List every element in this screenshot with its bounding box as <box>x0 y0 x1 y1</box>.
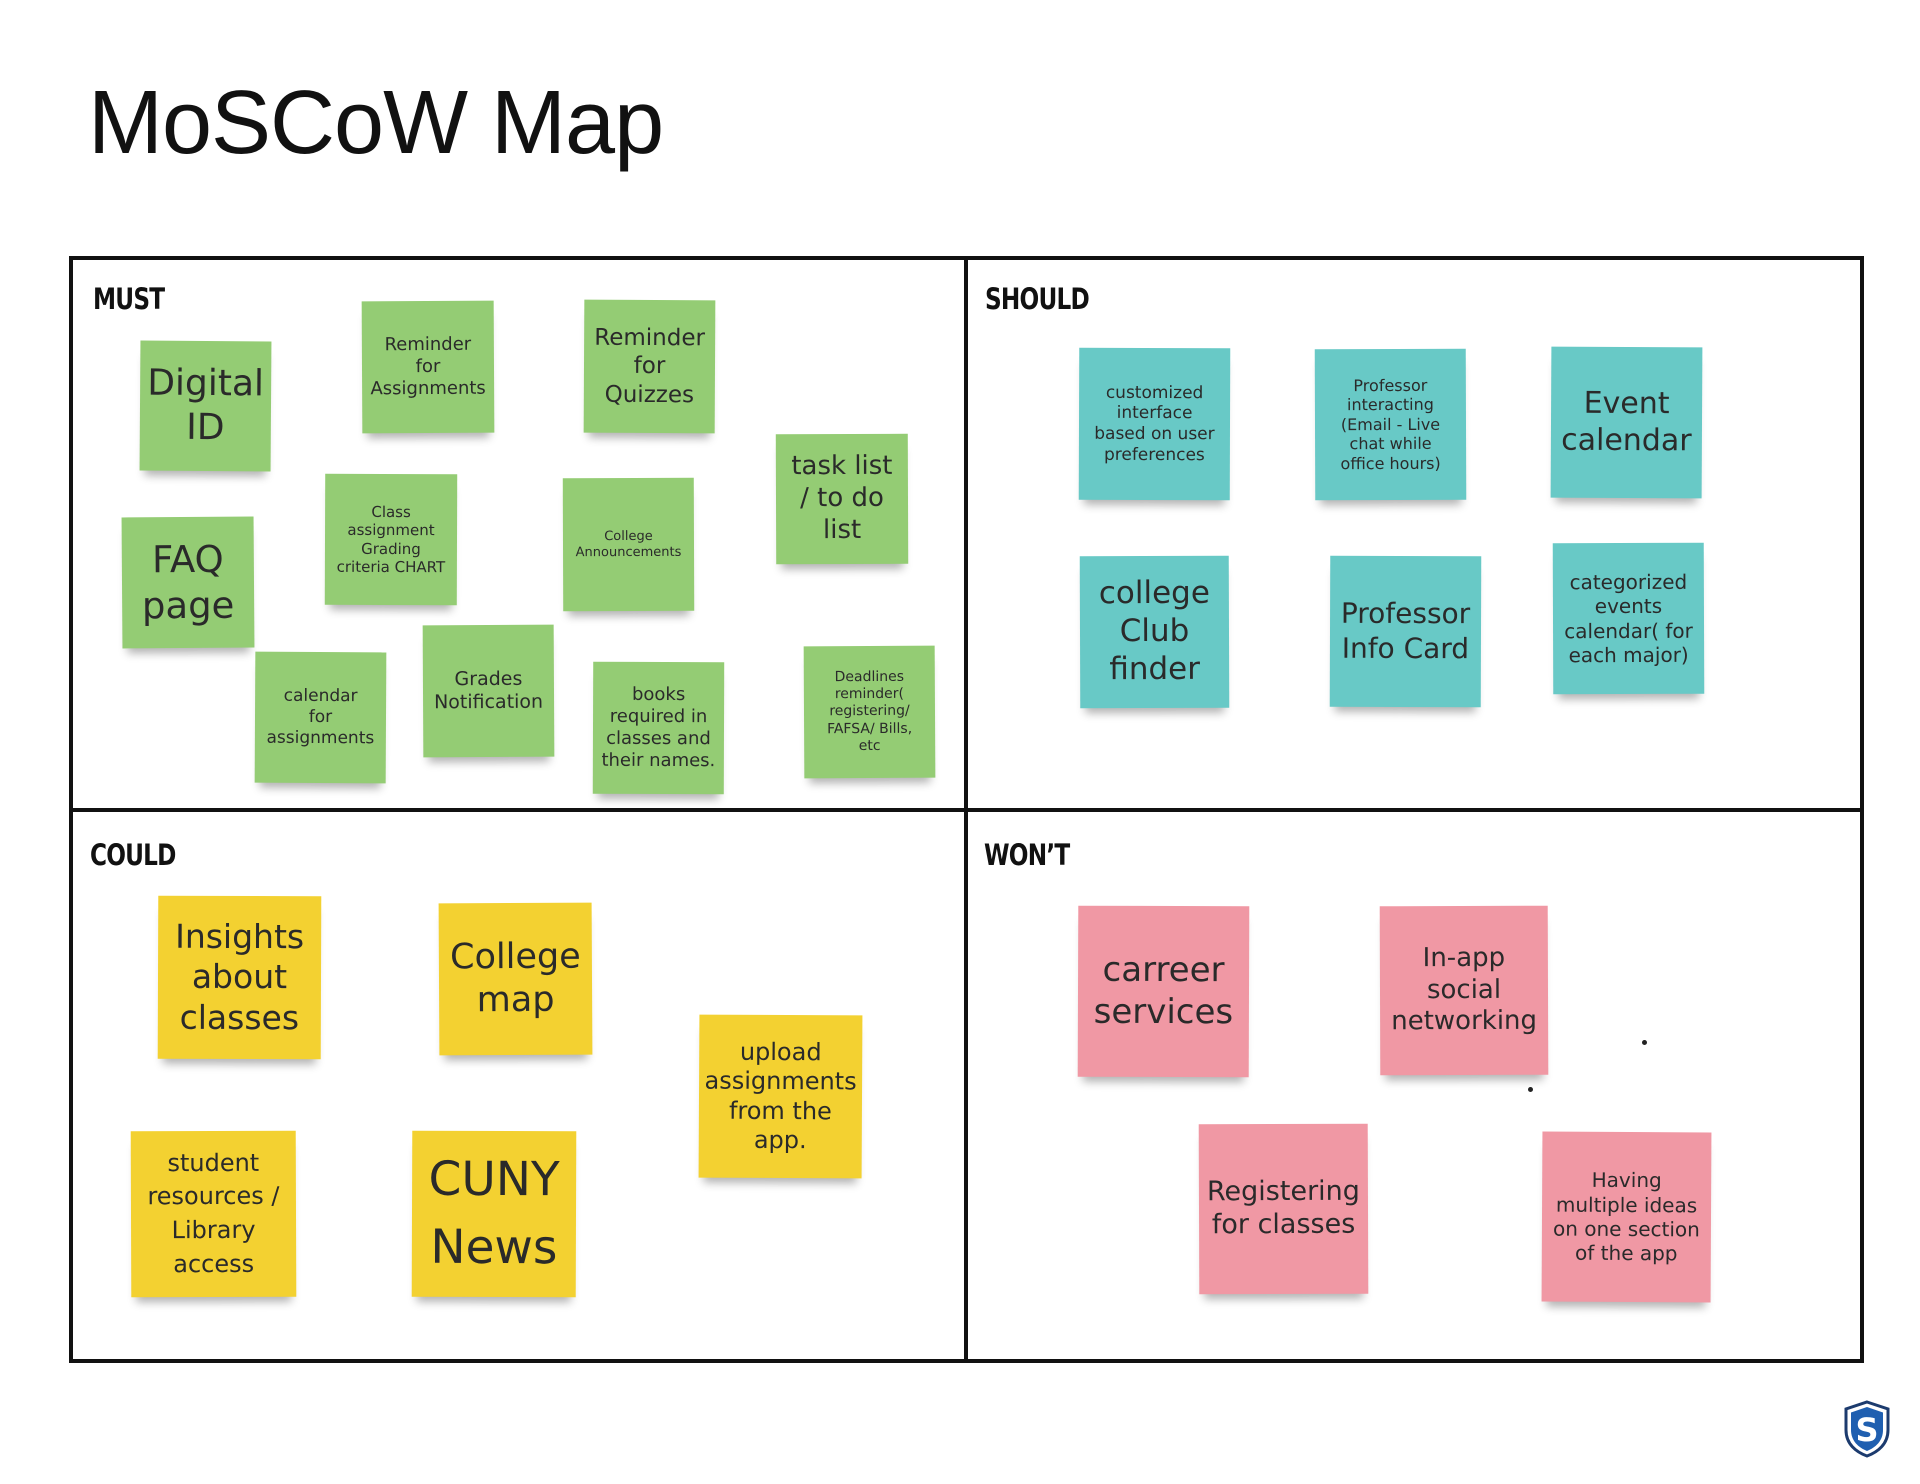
should-quadrant-label: SHOULD <box>985 282 1090 316</box>
stray-dot <box>1642 1040 1647 1045</box>
should-note-professor-interacting[interactable]: Professor interacting (Email - Live chat… <box>1314 348 1467 501</box>
must-note-digital-id[interactable]: Digital ID <box>139 340 272 472</box>
must-note-reminder-quizzes[interactable]: Reminder for Quizzes <box>583 299 716 434</box>
horizontal-divider <box>69 808 1864 812</box>
must-quadrant-label: MUST <box>93 282 165 316</box>
could-quadrant-label: COULD <box>90 838 176 872</box>
wont-quadrant-label: WON’T <box>984 838 1070 872</box>
could-note-cuny-news[interactable]: CUNY News <box>411 1130 577 1298</box>
wont-note-multiple-ideas[interactable]: Having multiple ideas on one section of … <box>1541 1131 1712 1303</box>
must-note-grading-criteria[interactable]: Class assignment Grading criteria CHART <box>324 473 458 606</box>
stray-dot <box>1528 1087 1533 1092</box>
could-note-upload-assignments[interactable]: upload assignments from the app. <box>698 1014 863 1179</box>
could-note-insights-classes[interactable]: Insights about classes <box>157 895 322 1060</box>
must-note-college-announcements[interactable]: College Announcements <box>562 477 695 612</box>
should-note-professor-info-card[interactable]: Professor Info Card <box>1329 555 1482 708</box>
must-note-deadlines-reminder[interactable]: Deadlines reminder( registering/ FAFSA/ … <box>803 645 936 779</box>
must-note-reminder-assignments[interactable]: Reminder for Assignments <box>361 300 495 434</box>
should-note-college-club-finder[interactable]: college Club finder <box>1079 555 1230 709</box>
could-note-student-resources[interactable]: student resources / Library access <box>130 1130 297 1298</box>
should-note-event-calendar[interactable]: Event calendar <box>1550 346 1703 499</box>
must-note-grades-notification[interactable]: Grades Notification <box>422 624 555 758</box>
wont-note-registering-classes[interactable]: Registering for classes <box>1198 1123 1369 1295</box>
must-note-task-list[interactable]: task list / to do list <box>775 433 909 565</box>
must-note-calendar-assignments[interactable]: calendar for assignments <box>254 651 387 784</box>
shield-s-logo-icon: S <box>1844 1400 1890 1458</box>
should-note-customized-interface[interactable]: customized interface based on user prefe… <box>1078 347 1231 501</box>
wont-note-social-networking[interactable]: In-app social networking <box>1379 905 1549 1076</box>
must-note-books-required[interactable]: books required in classes and their name… <box>592 661 725 795</box>
must-note-faq-page[interactable]: FAQ page <box>121 516 255 649</box>
should-note-categorized-events[interactable]: categorized events calendar( for each ma… <box>1552 542 1705 695</box>
could-note-college-map[interactable]: College map <box>438 902 593 1056</box>
wont-note-career-services[interactable]: carreer services <box>1077 905 1250 1078</box>
logo-letter: S <box>1855 1411 1878 1449</box>
page-title: MoSCoW Map <box>88 73 664 173</box>
